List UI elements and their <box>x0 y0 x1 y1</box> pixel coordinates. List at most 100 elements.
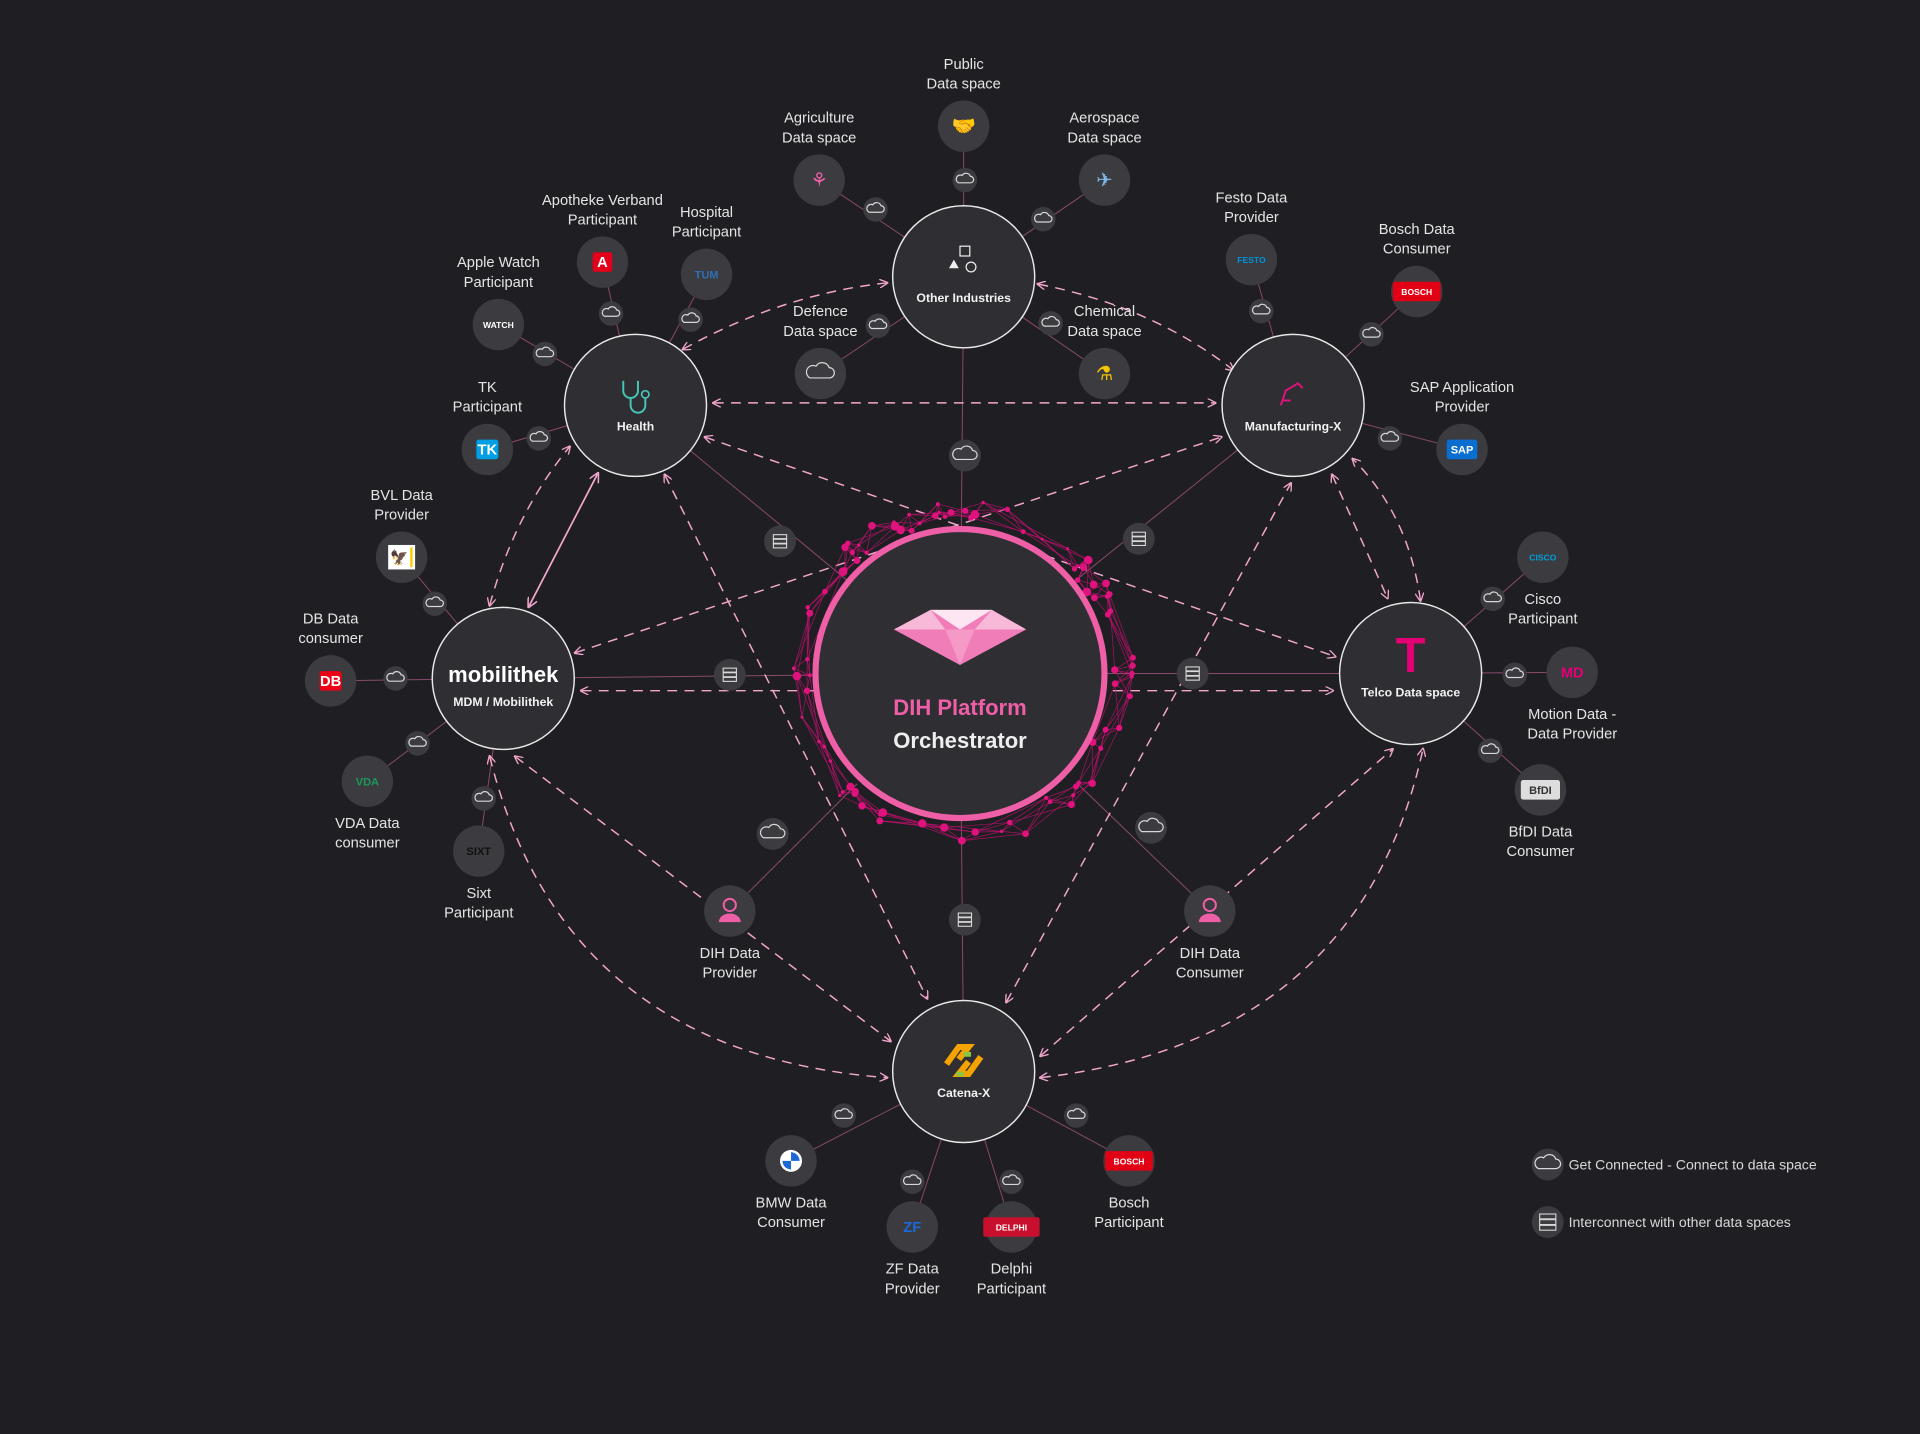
mesh-dot <box>845 540 851 546</box>
tum-logo: TUM <box>695 269 719 281</box>
get-connected-cloud-icon[interactable] <box>383 666 408 691</box>
logo-text: MD <box>1561 665 1584 681</box>
get-connected-cloud-icon[interactable] <box>1480 586 1505 612</box>
get-connected-cloud-icon[interactable] <box>1031 207 1056 232</box>
server-rack <box>1185 666 1200 672</box>
mesh-line <box>908 514 920 524</box>
mesh-line <box>1025 794 1074 835</box>
get-connected-cloud-icon[interactable] <box>471 786 496 811</box>
get-connected-cloud-icon[interactable] <box>756 818 789 850</box>
sixt-logo: SIXT <box>467 846 492 858</box>
mesh-dot <box>896 525 905 535</box>
airplane-icon: ✈ <box>1096 169 1112 191</box>
mobilithek-logo: mobilithek <box>448 662 559 687</box>
get-connected-cloud-icon[interactable] <box>598 301 624 326</box>
interconnect-server-icon[interactable] <box>764 525 796 558</box>
get-connected-cloud-icon[interactable] <box>863 197 888 222</box>
logo-text: BOSCH <box>1114 1156 1145 1166</box>
get-connected-cloud-icon[interactable] <box>1248 298 1274 324</box>
mesh-dot <box>1129 674 1134 679</box>
interconnect-server-icon[interactable] <box>713 658 746 691</box>
get-connected-cloud-icon[interactable] <box>999 1169 1024 1194</box>
participant-circle <box>886 1201 938 1253</box>
mesh-dot <box>970 510 980 519</box>
logo-text: TUM <box>695 269 719 281</box>
mesh-line <box>1105 695 1131 730</box>
get-connected-cloud-icon[interactable] <box>1135 811 1167 844</box>
get-connected-cloud-icon[interactable] <box>422 591 447 616</box>
get-connected-cloud-icon[interactable] <box>952 167 978 193</box>
dih-orchestrator-node[interactable]: DIH Platform Orchestrator <box>812 525 1108 822</box>
get-connected-cloud-icon[interactable] <box>865 313 891 339</box>
mesh-line <box>1114 669 1131 697</box>
mesh-line <box>983 502 1008 510</box>
get-connected-cloud-icon[interactable] <box>900 1169 925 1194</box>
get-connected-cloud-icon[interactable] <box>532 341 558 367</box>
mesh-line <box>1067 548 1075 569</box>
mesh-line <box>1025 797 1047 834</box>
get-connected-cloud-icon[interactable] <box>526 426 552 451</box>
mesh-dot <box>1043 795 1049 801</box>
get-connected-cloud-icon[interactable] <box>405 731 430 756</box>
get-connected-cloud-icon[interactable] <box>1038 311 1063 336</box>
cloud-shape <box>1002 1174 1021 1186</box>
telekom-t-logo: T <box>1396 629 1426 683</box>
link-line <box>729 783 858 912</box>
interconnect-server-icon[interactable] <box>1122 522 1155 555</box>
mesh-line <box>818 741 841 796</box>
mesh-line <box>793 613 811 669</box>
get-connected-cloud-icon[interactable] <box>1502 662 1527 687</box>
get-connected-cloud-icon[interactable] <box>678 307 703 332</box>
logo-text: DB <box>320 674 341 690</box>
participant-label: Bosch Data <box>1379 222 1456 238</box>
logo-text: TK <box>478 443 498 459</box>
get-connected-cloud-icon[interactable] <box>1477 738 1503 763</box>
mesh-dot <box>935 502 940 507</box>
get-connected-cloud-icon[interactable] <box>948 439 981 472</box>
cloud-shape <box>1483 591 1502 603</box>
get-connected-cloud-icon[interactable] <box>1377 426 1403 451</box>
data-flow-arrow <box>490 447 570 605</box>
get-connected-cloud-icon[interactable] <box>1359 322 1384 347</box>
participant-circle <box>937 100 990 152</box>
catena-x-logo <box>944 1043 984 1078</box>
interconnect-server-icon[interactable] <box>1176 657 1209 690</box>
get-connected-cloud-icon[interactable] <box>831 1103 856 1128</box>
interconnect-server-icon[interactable] <box>948 903 981 936</box>
hub-other[interactable]: Other Industries <box>891 205 1036 349</box>
mesh-line <box>974 508 1008 515</box>
hub-catena[interactable]: Catena-X <box>891 999 1036 1144</box>
get-connected-cloud-icon[interactable] <box>1064 1103 1089 1128</box>
svg-text:🤝: 🤝 <box>951 116 975 138</box>
hub-health[interactable]: Health <box>563 333 708 478</box>
hub-mfg[interactable]: Manufacturing-X <box>1221 333 1365 478</box>
cloud-shape <box>601 306 621 317</box>
